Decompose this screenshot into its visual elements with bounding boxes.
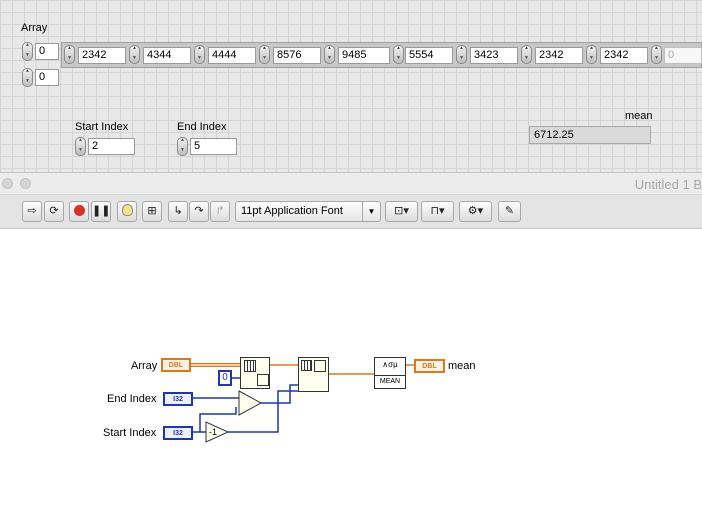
block-diagram: Array DBL 0 End Index I32 Start Index I3… [0, 229, 702, 505]
start-index-diagram-label: Start Index [103, 427, 157, 439]
run-arrow-icon[interactable]: ⇨ [22, 201, 42, 222]
array-element[interactable]: 4344 [143, 47, 191, 64]
array-element[interactable]: 5554 [405, 47, 453, 64]
close-window-button[interactable] [2, 178, 13, 189]
end-index-terminal[interactable]: I32 [163, 392, 193, 406]
element-spinner[interactable] [651, 45, 662, 64]
font-selector[interactable]: 11pt Application Font ▼ [235, 201, 381, 222]
wires-layer [191, 363, 414, 443]
array-element[interactable]: 2342 [600, 47, 648, 64]
array-index-2-spinner[interactable] [22, 68, 33, 87]
start-index-branch-wire[interactable] [199, 407, 237, 432]
mean-node-label: MEAN [375, 375, 405, 385]
step-into-icon[interactable]: ↳ [168, 201, 188, 222]
decrement-label: -1 [209, 427, 218, 437]
end-index-diagram-label: End Index [107, 393, 157, 405]
array-index-1-spinner[interactable] [22, 42, 33, 61]
abort-icon[interactable] [69, 201, 89, 222]
highlight-execution-icon[interactable] [117, 201, 137, 222]
run-continuously-icon[interactable]: ⟳ [44, 201, 64, 222]
array-element[interactable]: 4444 [208, 47, 256, 64]
array-label: Array [21, 22, 48, 34]
array-element[interactable]: 2342 [535, 47, 583, 64]
length-wire[interactable] [260, 384, 298, 404]
reorder-icon[interactable]: ⚙▾ [459, 201, 492, 222]
element-spinner[interactable] [64, 45, 75, 64]
step-over-icon[interactable]: ↷ [189, 201, 209, 222]
distribute-objects-icon[interactable]: ⊓▾ [421, 201, 454, 222]
array-diagram-label: Array [131, 360, 158, 372]
element-spinner[interactable] [259, 45, 270, 64]
end-index-field[interactable]: 5 [190, 138, 237, 155]
mean-node[interactable]: ∧σμ MEAN [374, 357, 406, 389]
array-element[interactable]: 3423 [470, 47, 518, 64]
retain-wire-values-icon[interactable]: ⊞ [142, 201, 162, 222]
window-title-bar: Untitled 1 B [0, 172, 702, 195]
array-icon [244, 360, 256, 372]
mean-label: mean [625, 110, 653, 122]
start-index-label: Start Index [75, 121, 129, 133]
front-panel: Array 0 0 2342 4344 4444 8576 9485 5554 … [0, 0, 702, 172]
index-constant[interactable]: 0 [218, 370, 232, 386]
element-spinner[interactable] [129, 45, 140, 64]
array-index-1-field[interactable]: 0 [35, 43, 59, 60]
start-index-field[interactable]: 2 [88, 138, 135, 155]
distribution-icon: ∧σμ [382, 360, 398, 369]
mean-terminal[interactable]: DBL [414, 359, 445, 373]
end-index-label: End Index [177, 121, 227, 133]
array-icon [301, 360, 312, 371]
toolbar: ⇨ ⟳ ❚❚ ⊞ ↳ ↷ ↱ 11pt Application Font ▼ ⊡▾… [0, 195, 702, 229]
start-index-spinner[interactable] [75, 137, 86, 156]
element-spinner[interactable] [194, 45, 205, 64]
element-spinner[interactable] [393, 45, 404, 64]
array-subset-node-2[interactable] [298, 357, 329, 392]
array-terminal[interactable]: DBL [161, 358, 191, 372]
subarray-icon [314, 360, 326, 372]
subtract-node[interactable] [238, 390, 263, 416]
mean-diagram-label: mean [448, 360, 476, 372]
chevron-down-icon: ▼ [362, 202, 380, 221]
align-objects-icon[interactable]: ⊡▾ [385, 201, 418, 222]
element-spinner[interactable] [324, 45, 335, 64]
cleanup-diagram-icon[interactable]: ✎ [498, 201, 521, 222]
step-out-icon[interactable]: ↱ [210, 201, 230, 222]
array-element-empty[interactable]: 0 [664, 47, 702, 64]
array-element[interactable]: 9485 [338, 47, 390, 64]
element-spinner[interactable] [521, 45, 532, 64]
element-spinner[interactable] [456, 45, 467, 64]
pause-icon[interactable]: ❚❚ [91, 201, 111, 222]
window-title: Untitled 1 B [634, 177, 702, 192]
array-index-2-field[interactable]: 0 [35, 69, 59, 86]
array-element[interactable]: 8576 [273, 47, 321, 64]
start-offset-wire[interactable] [228, 390, 298, 433]
element-spinner[interactable] [586, 45, 597, 64]
mean-indicator: 6712.25 [529, 126, 651, 144]
start-index-terminal[interactable]: I32 [163, 426, 193, 440]
subset-icon [257, 374, 269, 386]
font-selector-label: 11pt Application Font [241, 205, 343, 217]
decrement-node[interactable] [205, 421, 230, 443]
array-subset-node[interactable] [240, 357, 270, 389]
minimize-window-button[interactable] [20, 178, 31, 189]
array-element[interactable]: 2342 [78, 47, 126, 64]
end-index-spinner[interactable] [177, 137, 188, 156]
